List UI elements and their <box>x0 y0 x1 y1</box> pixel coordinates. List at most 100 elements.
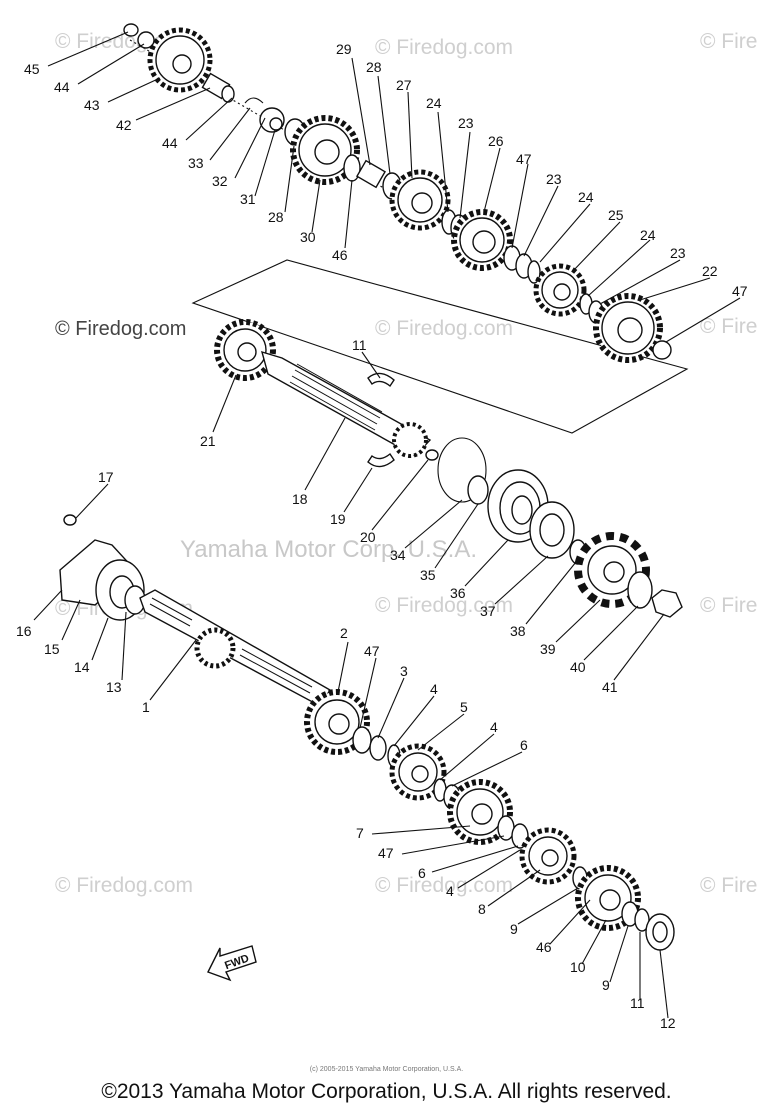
shaft-1-splines <box>149 597 313 694</box>
gear-part-2 <box>304 689 370 755</box>
callout-label: 44 <box>162 135 178 151</box>
gear-part-5 <box>389 743 447 801</box>
gear-part-8 <box>519 827 577 885</box>
callout-label: 29 <box>336 41 352 57</box>
bolt-part-17 <box>63 514 77 526</box>
upper-shaft-assembly <box>123 23 672 363</box>
watermark-firedog-cut: © Fire <box>700 874 757 897</box>
callout-label: 37 <box>480 603 496 619</box>
gear-part-25 <box>533 263 587 317</box>
callout-label: 26 <box>488 133 504 149</box>
bushing-part-31 <box>259 107 285 133</box>
circlip-part-3 <box>369 735 387 761</box>
watermark-firedog-cut: © Fire <box>700 30 757 53</box>
callout-label: 44 <box>54 79 70 95</box>
callout-label: 32 <box>212 173 228 189</box>
callout-label: 23 <box>458 115 474 131</box>
callout-label: 38 <box>510 623 526 639</box>
callout-label: 30 <box>300 229 316 245</box>
callout-label: 46 <box>536 939 552 955</box>
callout-label: 23 <box>546 171 562 187</box>
circlip-part-33 <box>244 97 264 104</box>
washer-part-47c <box>352 726 372 754</box>
gear-part-22 <box>593 293 663 363</box>
callout-label: 9 <box>510 921 518 937</box>
callout-label: 24 <box>640 227 656 243</box>
half-ring-part-11 <box>367 372 395 388</box>
gear-part-18-end <box>392 422 428 458</box>
watermark-firedog: © Firedog.com <box>375 594 513 617</box>
callout-label: 33 <box>188 155 204 171</box>
callout-label: 34 <box>390 547 406 563</box>
callout-label: 15 <box>44 641 60 657</box>
callout-label: 31 <box>240 191 256 207</box>
gear-part-10 <box>575 865 641 931</box>
callout-label: 4 <box>490 719 498 735</box>
callout-label: 11 <box>352 337 367 353</box>
callout-label: 39 <box>540 641 556 657</box>
callout-label: 42 <box>116 117 132 133</box>
gear-part-21 <box>214 319 276 381</box>
seal-part-37 <box>529 501 575 559</box>
bearing-part-12 <box>645 913 675 951</box>
callout-label: 35 <box>420 567 436 583</box>
callout-label: 13 <box>106 679 122 695</box>
lower-shaft-assembly <box>59 514 675 951</box>
footer-copyright: ©2013 Yamaha Motor Corporation, U.S.A. A… <box>101 1080 672 1103</box>
callout-label: 28 <box>268 209 284 225</box>
callout-label: 36 <box>450 585 466 601</box>
gear-part-1-integral <box>194 627 236 669</box>
shaft-splines <box>289 363 383 431</box>
assembly-outline <box>191 259 689 434</box>
callout-label: 47 <box>378 845 394 861</box>
callout-label: 20 <box>360 529 376 545</box>
half-ring-part-19 <box>367 452 395 468</box>
callout-label: 17 <box>98 469 114 485</box>
callout-label: 27 <box>396 77 412 93</box>
callout-label: 21 <box>200 433 216 449</box>
callout-label: 4 <box>430 681 438 697</box>
callout-label: 47 <box>732 283 748 299</box>
callout-label: 10 <box>570 959 586 975</box>
callout-label: 47 <box>364 643 380 659</box>
callout-labels: 45 44 43 42 44 33 32 31 28 30 46 29 28 2… <box>16 41 748 1031</box>
callout-label: 41 <box>602 679 618 695</box>
callout-label: 11 <box>630 995 645 1011</box>
fwd-arrow-icon: FWD <box>207 945 257 982</box>
washer-part-47b <box>652 340 672 360</box>
callout-label: 43 <box>84 97 100 113</box>
callout-label: 45 <box>24 61 40 77</box>
washer-part-44 <box>137 31 155 49</box>
callout-label: 22 <box>702 263 718 279</box>
callout-label: 2 <box>340 625 348 641</box>
bearing-part-42 <box>201 72 235 103</box>
nut-part-41 <box>651 589 683 618</box>
gear-part-26 <box>451 209 513 271</box>
callout-label: 16 <box>16 623 32 639</box>
callout-label: 19 <box>330 511 346 527</box>
callout-label: 47 <box>516 151 532 167</box>
gear-part-7 <box>447 779 513 845</box>
watermark-firedog: © Firedog.com <box>55 874 193 897</box>
washer-part-45 <box>123 23 139 37</box>
bushing-part-29 <box>356 159 386 189</box>
watermark-firedog: © Firedog.com <box>375 36 513 59</box>
callout-label: 6 <box>520 737 528 753</box>
callout-label: 23 <box>670 245 686 261</box>
gear-part-43 <box>147 27 213 93</box>
callout-label: 4 <box>446 883 454 899</box>
callout-label: 8 <box>478 901 486 917</box>
callout-label: 6 <box>418 865 426 881</box>
watermark-firedog: © Firedog.com <box>375 317 513 340</box>
callout-label: 40 <box>570 659 586 675</box>
callout-label: 24 <box>426 95 442 111</box>
washer-part-35 <box>467 475 489 505</box>
callout-label: 12 <box>660 1015 676 1031</box>
callout-label: 24 <box>578 189 594 205</box>
watermark-firedog-cut: © Fire <box>700 594 757 617</box>
pin-part-20 <box>425 449 439 461</box>
gear-part-27 <box>389 169 451 231</box>
watermark-firedog-main: © Firedog.com <box>55 318 186 340</box>
